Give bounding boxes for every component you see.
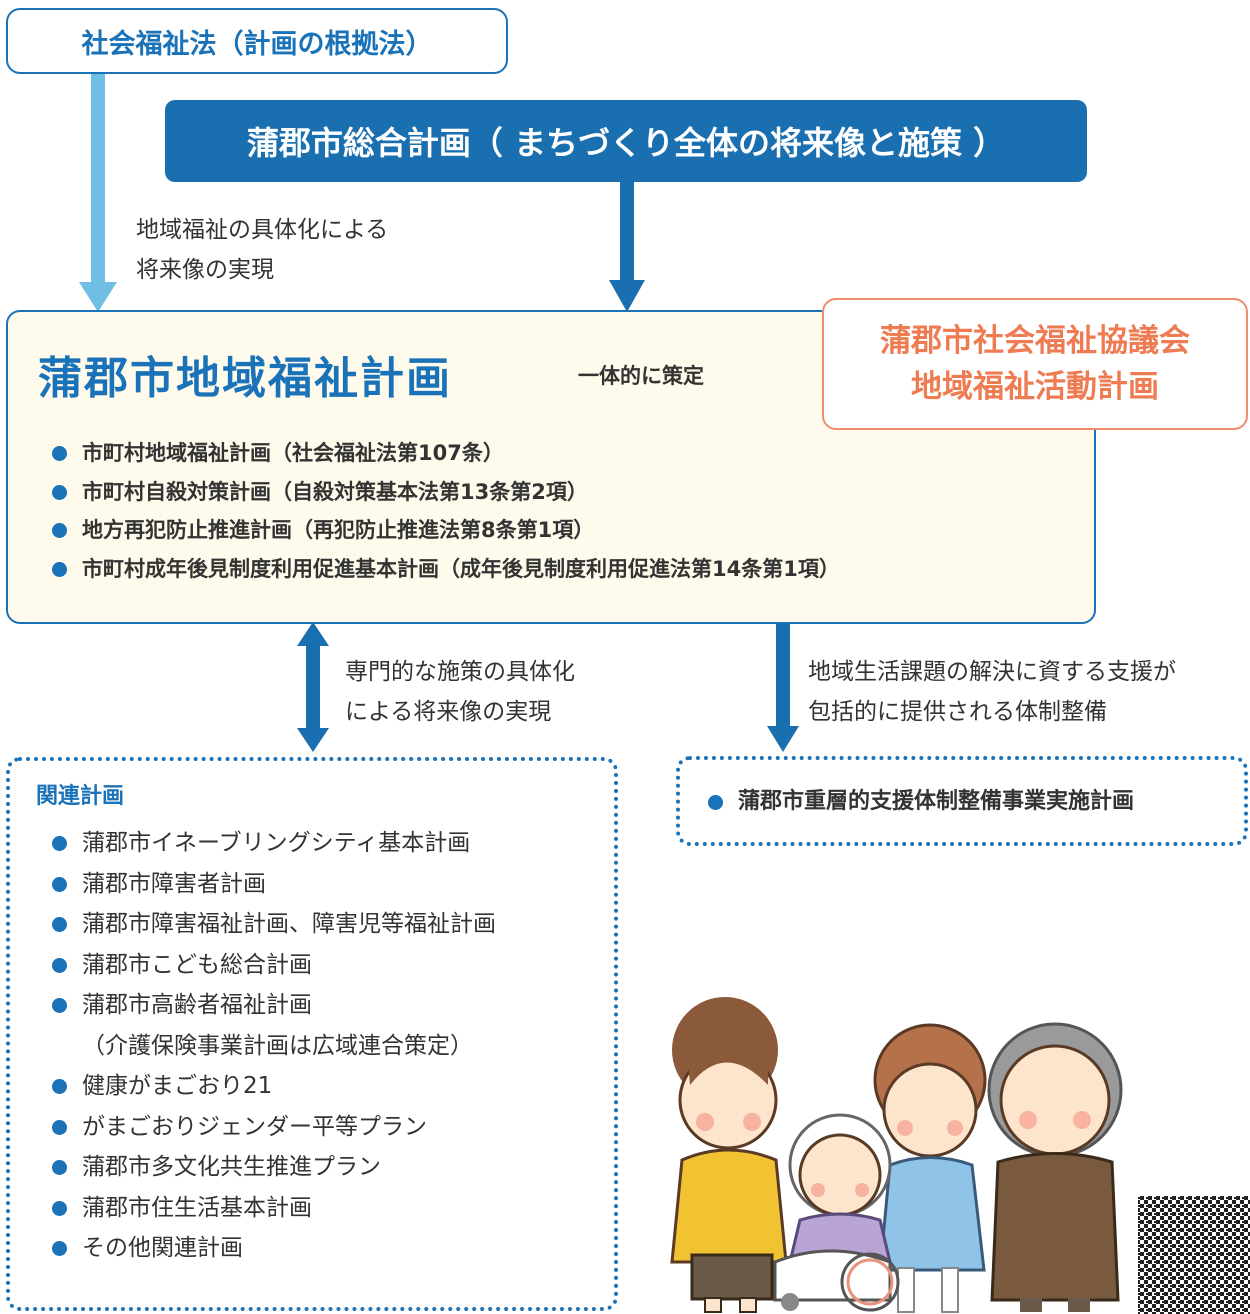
related-plan-note: （介護保険事業計画は広域連合策定） [82, 1032, 473, 1059]
main-plan-item: 市町村成年後見制度利用促進基本計画（成年後見制度利用促進法第14条第1項） [50, 550, 840, 589]
law-to-main-arrow [79, 74, 117, 312]
related-plan-item: 蒲郡市多文化共生推進プラン [50, 1147, 496, 1188]
related-plan-item: 蒲郡市こども総合計画 [50, 945, 496, 986]
law-label: 社会福祉法（計画の根拠法） [81, 28, 433, 60]
caregiver-figure [873, 1023, 987, 1313]
layered-support-box [676, 756, 1248, 846]
related-plan-item: 健康がまごおり21 [50, 1066, 496, 1107]
wheelchair-figure [773, 1113, 900, 1312]
related-plans-box [6, 757, 618, 1311]
law-box: 社会福祉法（計画の根拠法） [6, 8, 508, 74]
council-box: 蒲郡市社会福祉協議会 地域福祉活動計画 [822, 298, 1248, 430]
related-plan-item: 蒲郡市高齢者福祉計画 [50, 985, 496, 1026]
layered-support-list: 蒲郡市重層的支援体制整備事業実施計画 [706, 782, 1134, 822]
layered-support-item: 蒲郡市重層的支援体制整備事業実施計画 [706, 782, 1134, 822]
related-plan-item: 蒲郡市住生活基本計画 [50, 1188, 496, 1229]
related-plan-item: 蒲郡市障害福祉計画、障害児等福祉計画 [50, 904, 496, 945]
council-line2: 地域福祉活動計画 [911, 369, 1159, 405]
law-caption: 地域福祉の具体化による 将来像の実現 [136, 210, 388, 290]
support-caption-line1: 地域生活課題の解決に資する支援が [808, 659, 1176, 685]
main-plan-list: 市町村地域福祉計画（社会福祉法第107条） 市町村自殺対策計画（自殺対策基本法第… [50, 434, 840, 588]
general-plan-label: 蒲郡市総合計画（ まちづくり全体の将来像と施策 ） [246, 124, 1006, 162]
main-plan-item: 市町村自殺対策計画（自殺対策基本法第13条第2項） [50, 473, 840, 512]
related-caption-line2: による将来像の実現 [345, 699, 552, 725]
general-to-main-arrow [609, 182, 645, 312]
qr-code [1138, 1196, 1250, 1314]
related-plan-item: 蒲郡市障害者計画 [50, 864, 496, 905]
law-caption-line2: 将来像の実現 [136, 257, 274, 283]
related-plans-list: 蒲郡市イネーブリングシティ基本計画 蒲郡市障害者計画 蒲郡市障害福祉計画、障害児… [50, 823, 496, 1269]
related-plan-item: 蒲郡市イネーブリングシティ基本計画 [50, 823, 496, 864]
support-caption-line2: 包括的に提供される体制整備 [808, 699, 1107, 725]
related-plans-title: 関連計画 [36, 784, 125, 809]
main-plan-title: 蒲郡市地域福祉計画 [38, 353, 452, 404]
main-to-layered-arrow [767, 624, 799, 752]
grandpa-figure [987, 1022, 1123, 1312]
related-caption-line1: 専門的な施策の具体化 [345, 659, 575, 685]
related-plan-item: がまごおりジェンダー平等プラン [50, 1107, 496, 1148]
law-caption-line1: 地域福祉の具体化による [136, 217, 389, 243]
woman-figure [670, 997, 788, 1313]
support-caption: 地域生活課題の解決に資する支援が 包括的に提供される体制整備 [808, 652, 1176, 732]
main-plan-item: 地方再犯防止推進計画（再犯防止推進法第8条第1項） [50, 511, 840, 550]
family-illustration [670, 997, 1123, 1313]
general-plan-box: 蒲郡市総合計画（ まちづくり全体の将来像と施策 ） [165, 100, 1087, 182]
coop-label: 一体的に策定 [578, 364, 704, 388]
related-caption: 専門的な施策の具体化 による将来像の実現 [345, 652, 575, 732]
related-plan-item: その他関連計画 [50, 1228, 496, 1269]
council-line1: 蒲郡市社会福祉協議会 [880, 323, 1190, 359]
main-plan-item: 市町村地域福祉計画（社会福祉法第107条） [50, 434, 840, 473]
main-related-double-arrow [297, 622, 329, 752]
